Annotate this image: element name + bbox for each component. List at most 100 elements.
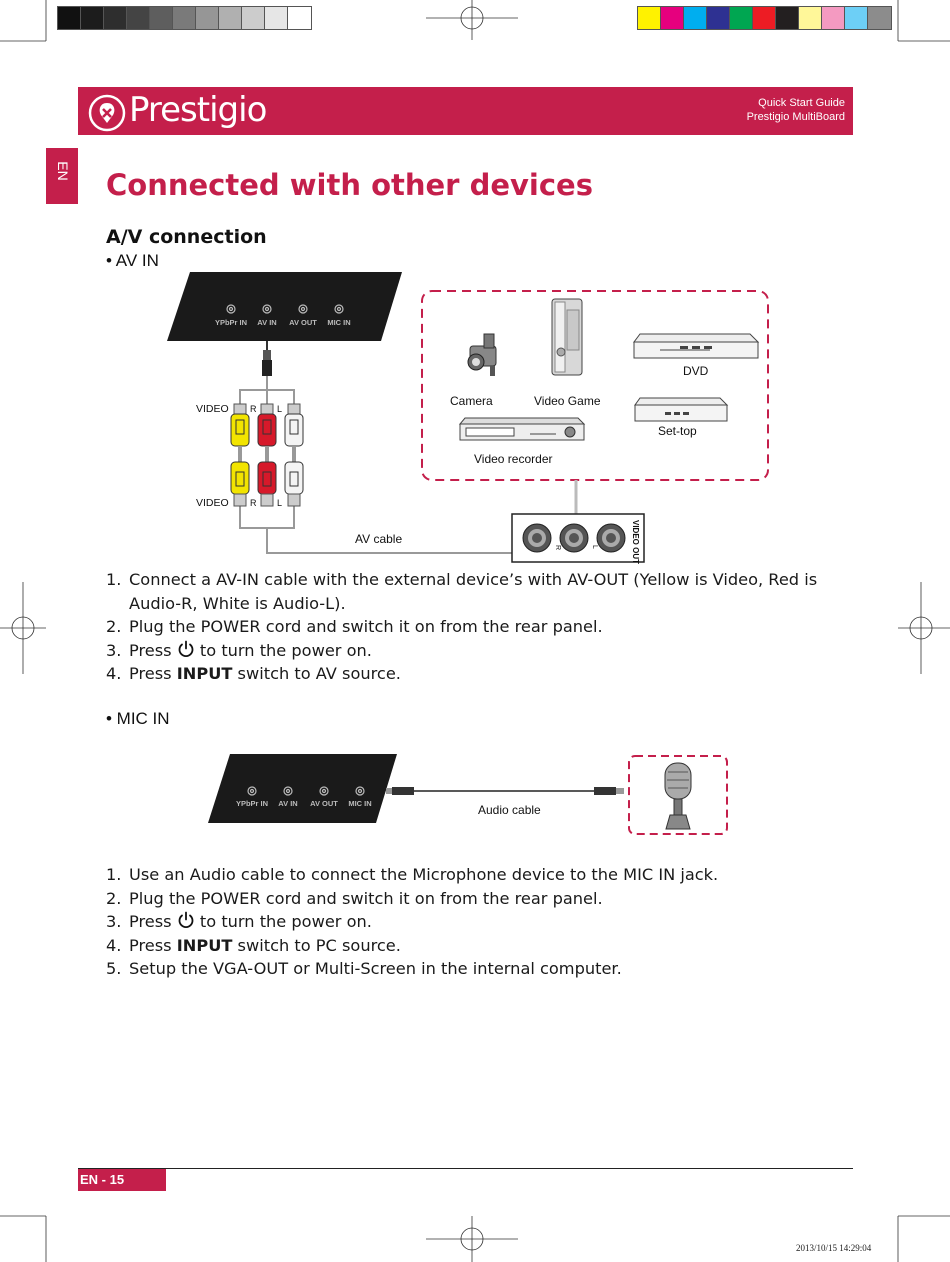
av-in-bullet: • AV IN [106, 251, 159, 270]
step-text: switch to PC source. [237, 935, 401, 955]
rca-label-l: L [277, 498, 282, 508]
color-swatch [822, 7, 845, 29]
step-number: 2. [106, 617, 122, 636]
prestigio-logo-icon [88, 94, 126, 132]
step-item: 3.Press to turn the power on. [106, 910, 826, 934]
port-label: AV OUT [289, 318, 317, 327]
input-key-label: INPUT [176, 935, 233, 955]
header-bar [78, 87, 853, 135]
port-label: AV OUT [310, 799, 338, 808]
step-text: Press [129, 664, 172, 683]
step-number: 1. [106, 865, 122, 884]
audio-cable-label: Audio cable [478, 803, 541, 817]
color-swatch [288, 7, 311, 29]
color-swatch [104, 7, 127, 29]
color-swatch [730, 7, 753, 29]
video-out-label: VIDEO OUT [631, 520, 640, 564]
print-timestamp: 2013/10/15 14:29:04 [796, 1243, 872, 1253]
color-swatch [58, 7, 81, 29]
av-in-diagram: YPbPr IN AV IN AV OUT MIC IN [167, 272, 769, 564]
port-label: MIC IN [348, 799, 371, 808]
microphone-icon [664, 762, 692, 830]
video-recorder-icon [458, 417, 586, 441]
language-tab: EN [46, 148, 78, 204]
step-number: 4. [106, 935, 122, 955]
language-label: EN [55, 161, 71, 181]
color-swatch [684, 7, 707, 29]
step-number: 4. [106, 664, 122, 683]
footer-rule [78, 1168, 853, 1169]
port-label: MIC IN [327, 318, 350, 327]
rca-label-l: L [277, 404, 282, 414]
color-swatch [776, 7, 799, 29]
power-icon [178, 640, 194, 657]
microphone-group-border [628, 755, 728, 835]
panel-jacks [226, 304, 344, 314]
product-name: Prestigio MultiBoard [746, 111, 845, 123]
step-item: 5. Setup the VGA-OUT or Multi-Screen in t… [106, 957, 826, 981]
step-item: 2. Plug the POWER cord and switch it on f… [106, 887, 826, 911]
device-label-set-top: Set-top [658, 424, 697, 438]
color-swatch [242, 7, 265, 29]
color-swatch [173, 7, 196, 29]
step-text: Plug the POWER cord and switch it on fro… [129, 888, 603, 908]
page-number-tab: EN - 15 [78, 1169, 166, 1191]
power-icon [178, 911, 194, 929]
step-text: to turn the power on. [199, 640, 372, 660]
step-number: 3. [106, 640, 122, 660]
audio-cable [386, 787, 624, 795]
av-cable-label: AV cable [355, 532, 402, 546]
step-item: 1.Connect a AV-IN cable with the externa… [106, 568, 826, 615]
port-label: AV IN [278, 799, 297, 808]
input-key-label: INPUT [176, 664, 233, 683]
device-label-camera: Camera [450, 394, 493, 408]
step-item: 3. Press to turn the power on. [106, 639, 826, 663]
step-number: 3. [106, 912, 122, 931]
color-swatch [81, 7, 104, 29]
step-text: Plug the POWER cord and switch it on fro… [129, 617, 603, 636]
step-number: 2. [106, 888, 122, 908]
device-label-video-game: Video Game [534, 394, 601, 408]
step-text: Setup the VGA-OUT or Multi-Screen in the… [129, 959, 622, 978]
rear-panel [208, 754, 397, 823]
rca-plugs-bottom [230, 452, 304, 507]
device-label-dvd: DVD [683, 364, 709, 378]
color-swatch [150, 7, 173, 29]
color-swatch [219, 7, 242, 29]
step-number: 5. [106, 959, 122, 978]
panel-jacks [247, 786, 365, 796]
step-text: Press [129, 912, 172, 931]
step-text: switch to AV source. [237, 664, 401, 683]
av-in-steps: 1.Connect a AV-IN cable with the externa… [106, 568, 826, 686]
color-swatch [753, 7, 776, 29]
step-text: Press [129, 640, 172, 660]
jack-label-r: R [554, 545, 561, 550]
mic-in-steps: 1. Use an Audio cable to connect the Micr… [106, 863, 826, 981]
step-item: 1. Use an Audio cable to connect the Micr… [106, 863, 826, 887]
step-text: Connect a AV-IN cable with the external … [129, 570, 818, 613]
mic-in-diagram: YPbPr IN AV IN AV OUT MIC IN Audio cable [208, 754, 728, 835]
step-item: 2. Plug the POWER cord and switch it on f… [106, 615, 826, 639]
color-swatch [707, 7, 730, 29]
rca-label-r: R [250, 404, 257, 414]
devices-group-border [421, 290, 769, 481]
camera-icon [467, 333, 497, 376]
port-label: YPbPr IN [215, 318, 247, 327]
color-swatch-bar [637, 6, 892, 30]
av-plug [262, 341, 272, 376]
color-swatch [265, 7, 288, 29]
video-game-console-icon [551, 298, 583, 376]
step-text: Use an Audio cable to connect the Microp… [129, 865, 719, 884]
step-item: 4. Press INPUT switch to AV source. [106, 662, 826, 686]
step-text: Press [129, 935, 172, 955]
color-swatch [196, 7, 219, 29]
color-swatch [127, 7, 150, 29]
rca-label-video: VIDEO [196, 497, 229, 509]
page-number: EN - 15 [80, 1172, 125, 1187]
color-swatch [845, 7, 868, 29]
rca-label-video: VIDEO [196, 403, 229, 415]
rear-panel [167, 272, 402, 341]
brand-name: Prestigio [129, 90, 267, 130]
video-out-jack-panel [511, 513, 645, 563]
page-title: Connected with other devices [106, 168, 593, 202]
